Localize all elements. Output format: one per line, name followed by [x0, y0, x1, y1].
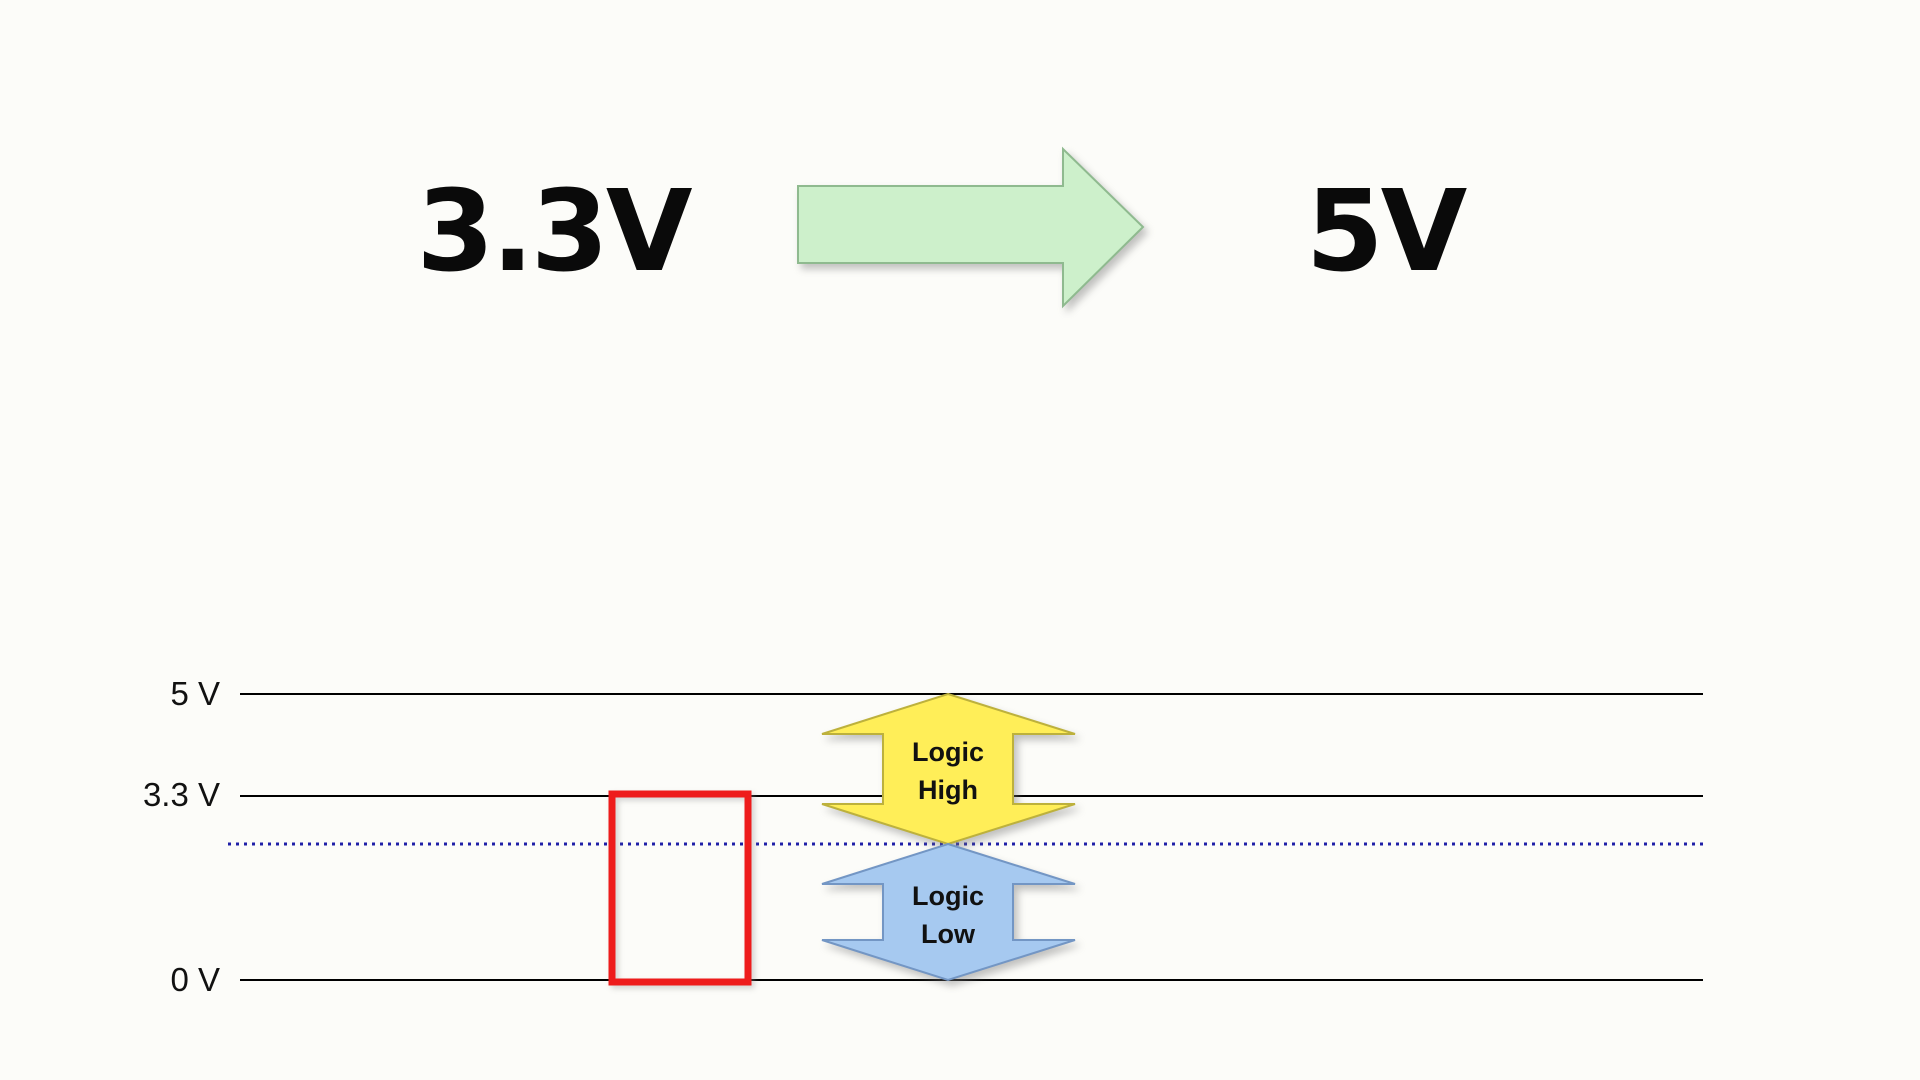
logic-low-label-line1: Logic [912, 881, 984, 911]
axis-label-5v: 5 V [170, 675, 220, 712]
logic-low-arrow-icon [821, 842, 1076, 982]
source-voltage-label: 3.3V [416, 167, 692, 297]
red-highlight-box [608, 790, 752, 986]
target-voltage-label: 5V [1305, 167, 1468, 297]
axis-label-0v: 0 V [170, 961, 220, 998]
logic-high-label-line2: High [918, 775, 978, 805]
logic-high-label-line1: Logic [912, 737, 984, 767]
logic-low-label: Logic Low [912, 877, 984, 953]
logic-low-label-line2: Low [921, 919, 975, 949]
conversion-arrow-icon [797, 146, 1145, 309]
logic-high-label: Logic High [912, 733, 984, 809]
axis-label-3v3: 3.3 V [142, 776, 220, 813]
